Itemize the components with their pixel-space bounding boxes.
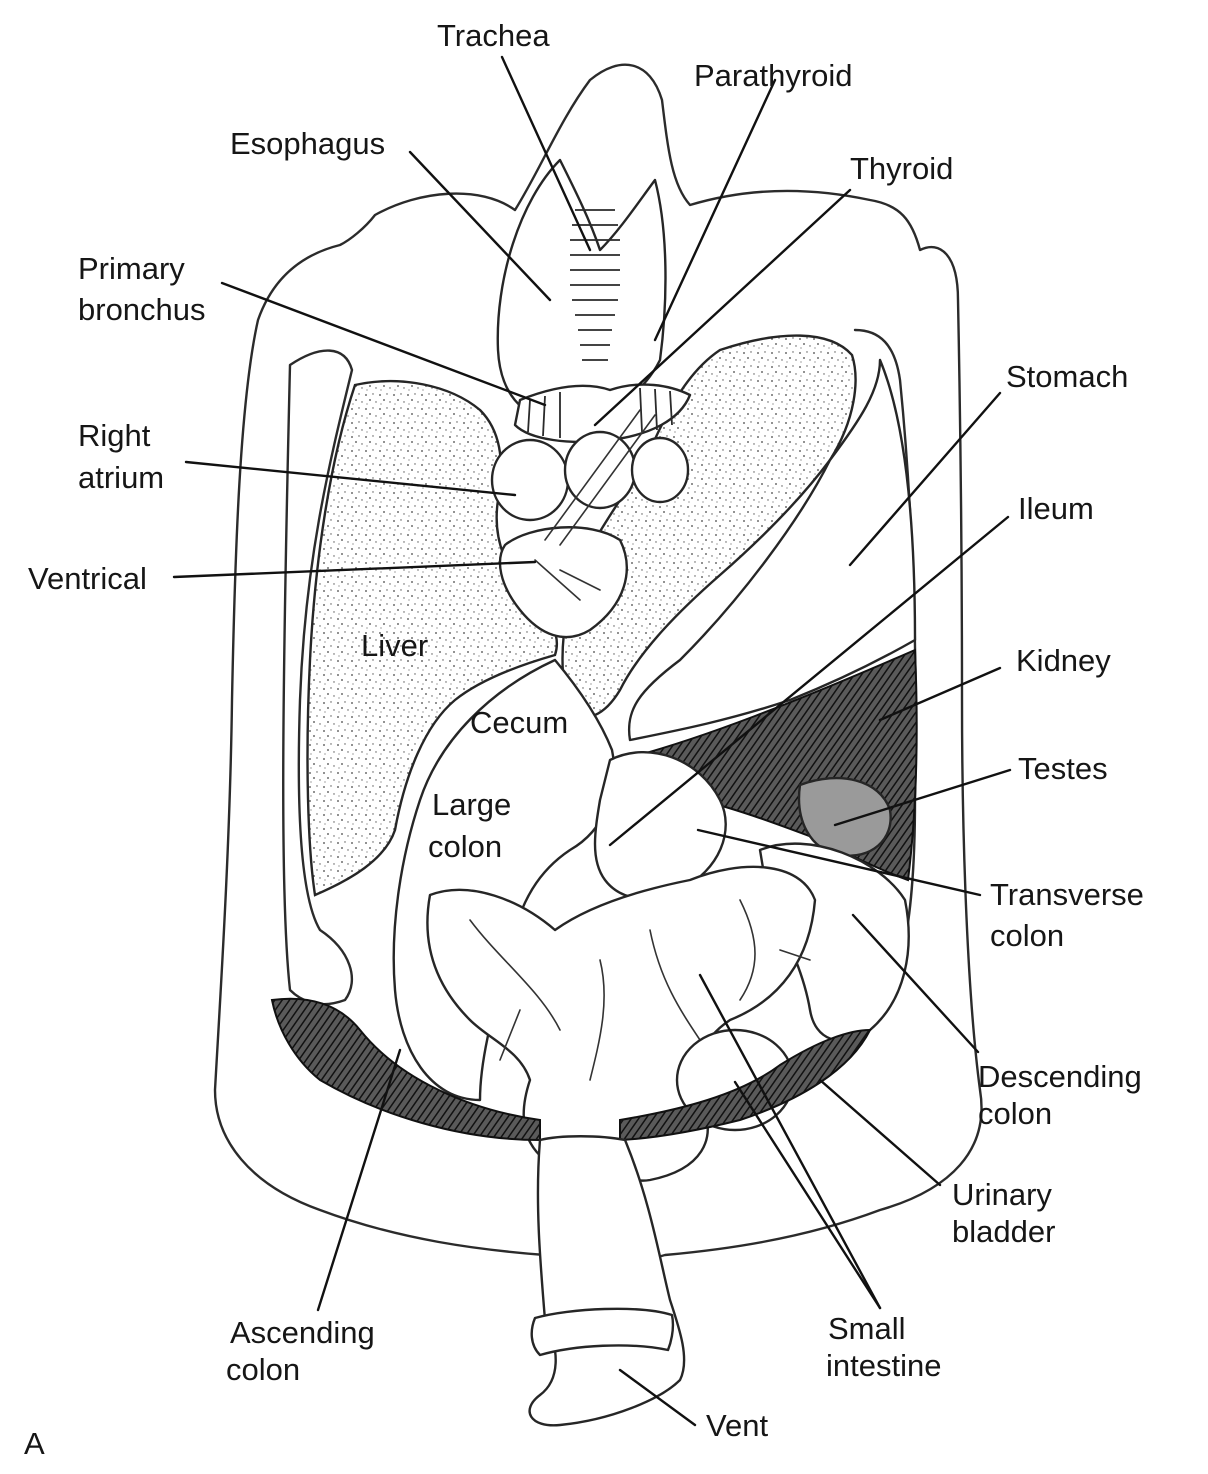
label-liver: Liver <box>361 628 428 663</box>
right-atrium-shape <box>490 438 570 522</box>
label-descending-colon-line1: Descending <box>978 1059 1142 1094</box>
leader-transverse-colon <box>696 828 982 897</box>
left-atrium-shape <box>563 430 637 510</box>
label-urinary-bladder-line2: bladder <box>952 1214 1055 1249</box>
vent-tail <box>528 1135 686 1427</box>
pelvic-band <box>270 997 541 1142</box>
bronchus-rings <box>527 387 673 438</box>
leader-kidney <box>878 666 1002 722</box>
leader-ventrical <box>172 560 537 579</box>
body-outline <box>213 63 983 1302</box>
inner-contour <box>282 349 354 1006</box>
label-esophagus: Esophagus <box>230 126 385 161</box>
label-trachea: Trachea <box>437 18 550 53</box>
label-small-intestine-line1: Small <box>828 1311 906 1346</box>
label-descending-colon-line2: colon <box>978 1096 1052 1131</box>
leader-vent <box>618 1368 697 1427</box>
leader-urinary-bladder <box>818 1078 942 1187</box>
leader-small-intestine <box>698 973 882 1310</box>
leader-lines <box>172 55 1012 1427</box>
leader-thyroid <box>593 188 852 427</box>
heart-vessels <box>534 409 656 601</box>
leader-small-intestine-2 <box>733 1080 882 1310</box>
stomach-shape <box>627 358 917 742</box>
label-thyroid: Thyroid <box>850 151 953 186</box>
trachea-rings <box>570 209 620 361</box>
label-small-intestine-line2: intestine <box>826 1348 941 1383</box>
label-right-atrium-line1: Right <box>78 418 151 453</box>
labels: Trachea Parathyroid Esophagus Thyroid Pr… <box>24 18 1144 1461</box>
leader-stomach <box>848 391 1002 567</box>
leader-esophagus <box>408 150 552 302</box>
label-transverse-colon-line2: colon <box>990 918 1064 953</box>
label-right-atrium-line2: atrium <box>78 460 164 495</box>
label-primary-bronchus-line1: Primary <box>78 251 185 286</box>
leader-ileum <box>608 515 1010 847</box>
leader-parathyroid <box>653 78 777 342</box>
label-transverse-colon-line1: Transverse <box>990 877 1144 912</box>
leader-descending-colon <box>851 913 980 1054</box>
label-urinary-bladder-line1: Urinary <box>952 1177 1052 1212</box>
aorta-bulb <box>630 436 690 504</box>
ventricle-shape <box>498 526 628 639</box>
figure-letter: A <box>24 1426 45 1461</box>
leader-right-atrium <box>184 460 517 497</box>
testes-shape <box>797 777 892 857</box>
intestine-veins <box>469 899 811 1091</box>
label-ascending-colon-line2: colon <box>226 1352 300 1387</box>
label-ascending-colon-line1: Ascending <box>230 1315 375 1350</box>
label-ventrical: Ventrical <box>28 561 147 596</box>
label-primary-bronchus-line2: bronchus <box>78 292 206 327</box>
label-ileum: Ileum <box>1018 491 1094 526</box>
label-vent: Vent <box>706 1408 768 1443</box>
label-stomach: Stomach <box>1006 359 1128 394</box>
illustration <box>213 63 983 1427</box>
label-large-colon-line2: colon <box>428 829 502 864</box>
leader-trachea <box>500 55 592 252</box>
label-testes: Testes <box>1018 751 1108 786</box>
vent-ring <box>530 1307 675 1357</box>
leader-testes <box>833 768 1012 827</box>
label-kidney: Kidney <box>1016 643 1111 678</box>
label-cecum: Cecum <box>470 705 568 740</box>
label-parathyroid: Parathyroid <box>694 58 853 93</box>
label-large-colon-line1: Large <box>432 787 511 822</box>
leader-primary-bronchus <box>220 281 547 407</box>
leader-ascending-colon <box>316 1048 402 1312</box>
